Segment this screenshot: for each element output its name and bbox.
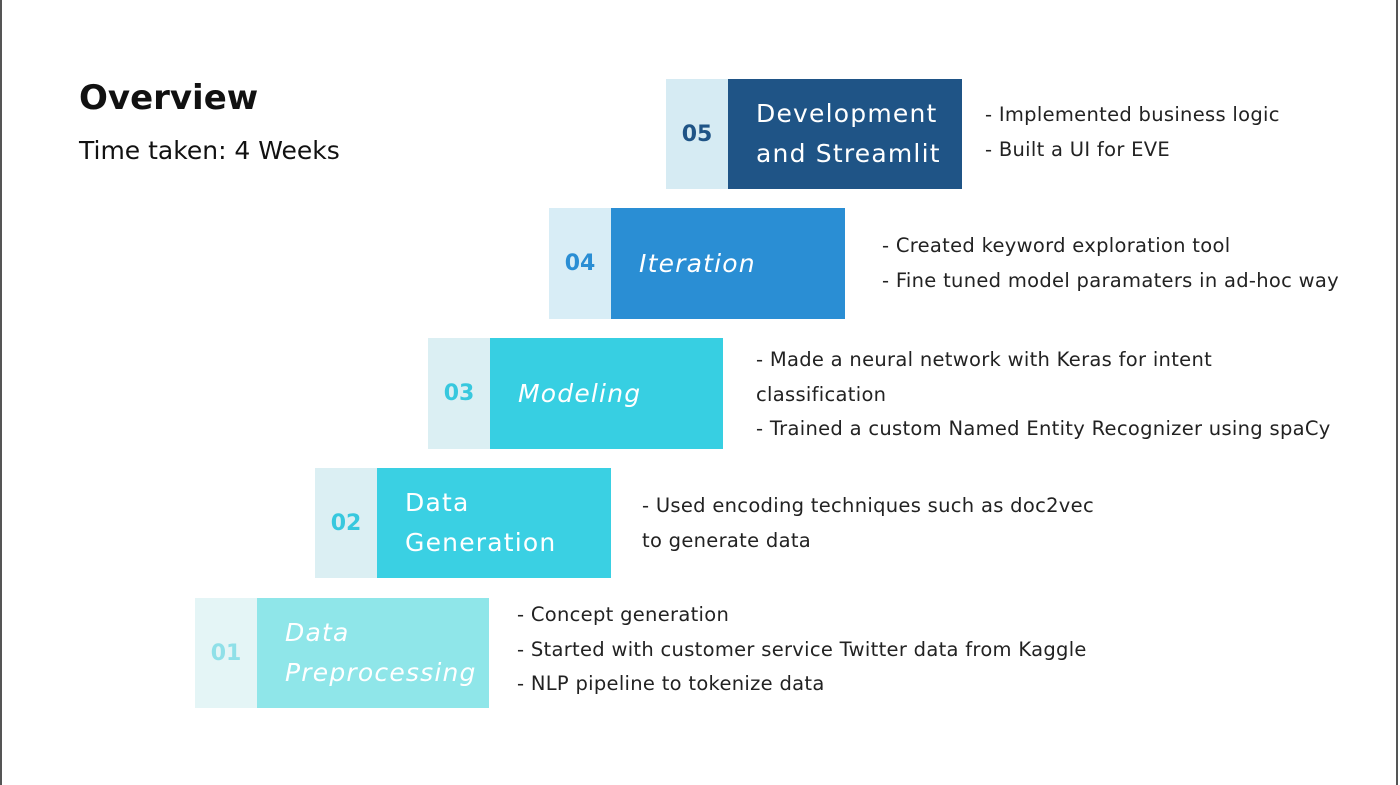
step-number: 03 <box>428 338 490 449</box>
step-05-notes: - Implemented business logic - Built a U… <box>985 98 1280 167</box>
note-line: - Implemented business logic <box>985 103 1280 126</box>
step-02-notes: - Used encoding techniques such as doc2v… <box>642 489 1094 558</box>
note-line: - Concept generation <box>517 603 730 626</box>
time-taken-label: Time taken: 4 Weeks <box>79 136 340 165</box>
step-02: 02 Data Generation <box>315 468 611 578</box>
step-number: 04 <box>549 208 611 319</box>
note-line: - Used encoding techniques such as doc2v… <box>642 494 1094 517</box>
step-04: 04 Iteration <box>549 208 845 319</box>
step-01: 01 Data Preprocessing <box>195 598 489 708</box>
step-number: 02 <box>315 468 377 578</box>
step-number: 01 <box>195 598 257 708</box>
note-line: to generate data <box>642 528 812 552</box>
step-05: 05 Development and Streamlit <box>666 79 962 189</box>
step-name: Iteration <box>611 208 845 319</box>
step-03-notes: - Made a neural network with Keras for i… <box>756 343 1331 447</box>
step-name: Modeling <box>490 338 723 449</box>
step-01-notes: - Concept generation - Started with cust… <box>517 598 1087 702</box>
step-name: Data Generation <box>377 468 611 578</box>
step-number: 05 <box>666 79 728 189</box>
note-line: - Built a UI for EVE <box>985 137 1171 161</box>
note-line: - Created keyword exploration tool <box>882 234 1231 257</box>
note-line: - NLP pipeline to tokenize data <box>517 672 825 695</box>
note-line: - Started with customer service Twitter … <box>517 637 1087 661</box>
step-name: Development and Streamlit <box>728 79 962 189</box>
step-03: 03 Modeling <box>428 338 723 449</box>
step-name: Data Preprocessing <box>257 598 489 708</box>
step-04-notes: - Created keyword exploration tool - Fin… <box>882 229 1339 298</box>
page-title: Overview <box>79 78 259 118</box>
note-line: - Made a neural network with Keras for i… <box>756 348 1213 371</box>
note-line: - Fine tuned model paramaters in ad-hoc … <box>882 268 1340 292</box>
note-line: - Trained a custom Named Entity Recogniz… <box>756 417 1331 440</box>
note-line: classification <box>756 382 887 406</box>
